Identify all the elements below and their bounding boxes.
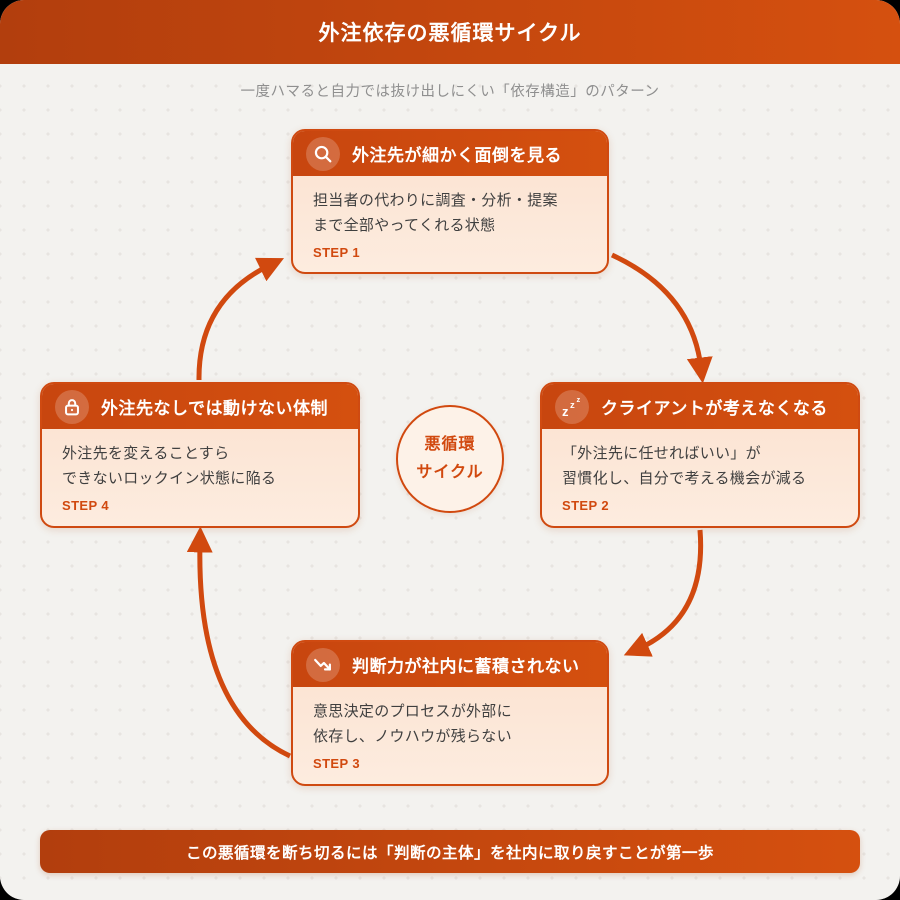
step2-body: 「外注先に任せればいい」が 習慣化し、自分で考える機会が減る STEP 2 [542,429,858,523]
trending-down-icon [306,647,340,682]
step2-text-line1: 「外注先に任せればいい」が [562,445,761,462]
step2-text-line2: 習慣化し、自分で考える機会が減る [562,470,807,488]
step4-body: 外注先を変えることすら できないロックイン状態に陥る STEP 4 [42,429,358,523]
step3-label: STEP 3 [313,756,360,772]
cycle-center-badge: 悪循環 サイクル [396,405,504,513]
step4-card: 外注先なしでは動けない体制 外注先を変えることすら できないロックイン状態に陥る… [40,382,360,528]
step3-text-line2: 依存し、ノウハウが残らない [313,728,512,746]
step3-title: 判断力が社内に蓄積されない [352,657,580,676]
step3-text-line1: 意思決定のプロセスが外部に [313,703,512,720]
step3-body: 意思決定のプロセスが外部に 依存し、ノウハウが残らない STEP 3 [293,687,607,781]
cycle-center-line1: 悪循環 [424,436,476,453]
svg-text:z: z [562,404,569,419]
cycle-center-line2: サイクル [416,464,484,481]
step2-card: z z z クライアントが考えなくなる 「外注先に任せればいい」が 習慣化し、自… [540,382,860,528]
step4-label: STEP 4 [62,498,109,514]
svg-text:z: z [577,395,581,404]
header-bar: 外注依存の悪循環サイクル [0,0,900,64]
step1-card-header: 外注先が細かく面倒を見る [293,131,607,176]
step1-label: STEP 1 [313,245,360,261]
zzz-sleep-icon: z z z [555,389,589,424]
footer-message: この悪循環を断ち切るには「判断の主体」を社内に取り戻すことが第一歩 [185,844,714,862]
step3-card-header: 判断力が社内に蓄積されない [293,642,607,687]
step4-card-header: 外注先なしでは動けない体制 [42,384,358,429]
step4-text-line1: 外注先を変えることすら [62,445,230,462]
lock-icon [55,389,89,424]
page-subtitle: 一度ハマると自力では抜け出しにくい「依存構造」のパターン [240,84,660,100]
step1-body: 担当者の代わりに調査・分析・提案 まで全部やってくれる状態 STEP 1 [293,176,607,270]
step1-title: 外注先が細かく面倒を見る [352,146,562,165]
step2-label: STEP 2 [562,498,609,514]
step2-title: クライアントが考えなくなる [601,399,828,418]
step1-card: 外注先が細かく面倒を見る 担当者の代わりに調査・分析・提案 まで全部やってくれる… [291,129,609,274]
step1-text-line1: 担当者の代わりに調査・分析・提案 [313,192,558,209]
svg-text:z: z [570,400,575,411]
step1-text-line2: まで全部やってくれる状態 [313,217,496,235]
page-title: 外注依存の悪循環サイクル [318,22,582,45]
step4-title: 外注先なしでは動けない体制 [101,399,328,418]
footer-banner: この悪循環を断ち切るには「判断の主体」を社内に取り戻すことが第一歩 [40,830,860,873]
search-icon [306,136,340,171]
step3-card: 判断力が社内に蓄積されない 意思決定のプロセスが外部に 依存し、ノウハウが残らな… [291,640,609,786]
step2-card-header: z z z クライアントが考えなくなる [542,384,858,429]
step4-text-line2: できないロックイン状態に陥る [62,470,277,488]
